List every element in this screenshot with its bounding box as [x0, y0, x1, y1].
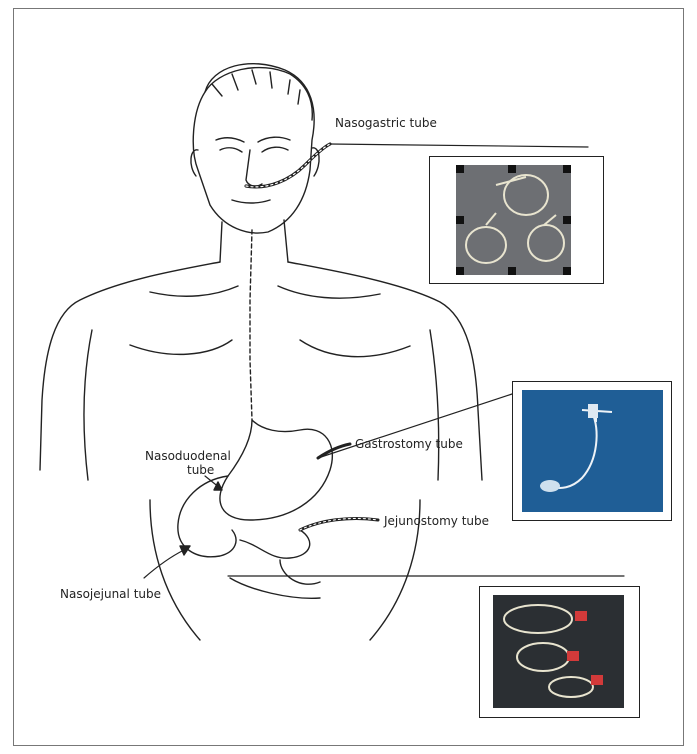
label-nasoduodenal-line2: tube	[187, 463, 214, 477]
photo-box-jejunostomy	[479, 586, 640, 718]
label-jejunostomy-tube: Jejunostomy tube	[384, 514, 489, 528]
esophagus	[250, 230, 252, 420]
stomach	[220, 420, 332, 520]
photo-box-nasogastric	[429, 156, 604, 284]
jejunostomy-tubes-photo	[493, 595, 624, 708]
label-nasogastric-tube: Nasogastric tube	[335, 116, 437, 130]
intestines	[230, 530, 320, 598]
chest-lines	[130, 340, 410, 357]
nasojejunal-arrow	[144, 550, 184, 578]
lower-body	[150, 500, 420, 640]
label-gastrostomy-tube: Gastrostomy tube	[355, 437, 463, 451]
nasogastric-leader	[330, 144, 588, 147]
clavicles	[150, 286, 380, 298]
nasoduodenal-arrowhead	[214, 482, 222, 490]
photo-box-gastrostomy	[512, 381, 672, 521]
gastrostomy-tube-photo	[522, 390, 663, 512]
label-nasoduodenal-line1: Nasoduodenal	[145, 449, 231, 463]
head-outline	[193, 64, 314, 233]
left-arm-inner	[84, 330, 92, 480]
nasogastric-tubes-photo	[456, 165, 571, 275]
label-nasojejunal-tube: Nasojejunal tube	[60, 587, 161, 601]
right-arm-inner	[430, 330, 439, 480]
jejunostomy-tube	[300, 518, 378, 530]
